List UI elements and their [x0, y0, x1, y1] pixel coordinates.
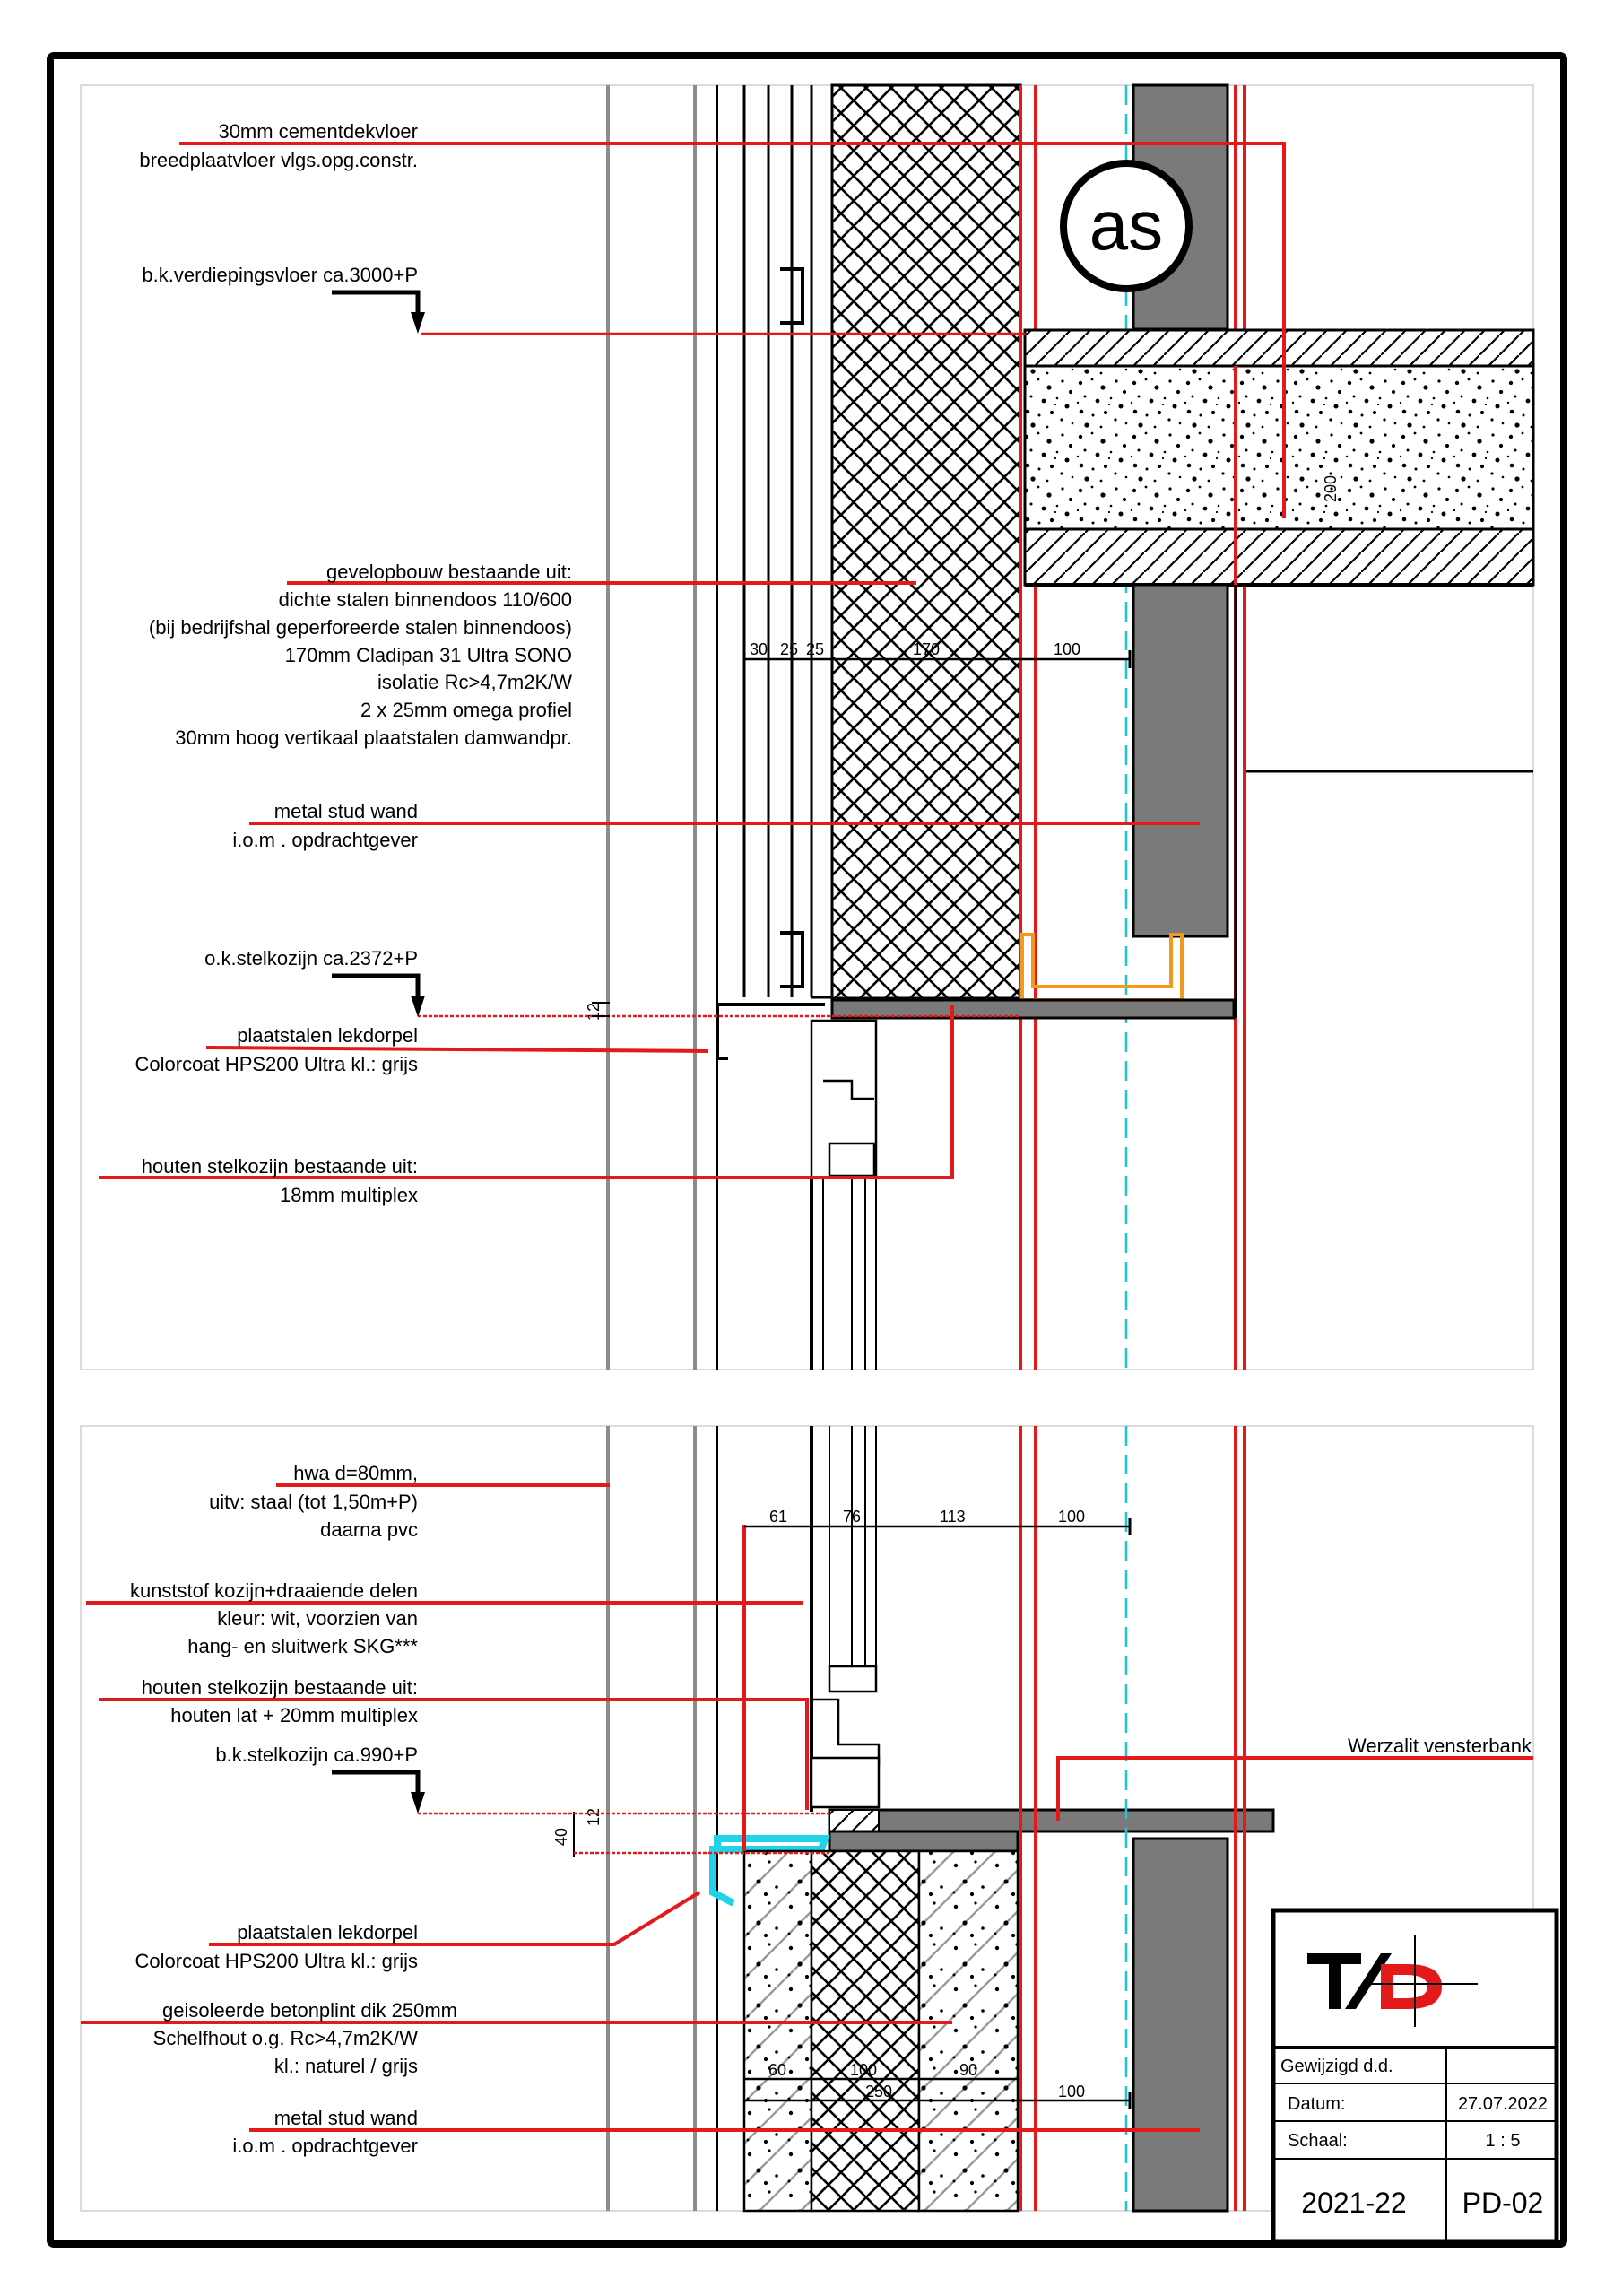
label-skg: hang- en sluitwerk SKG*** [187, 1635, 418, 1657]
steel-column-lower [1132, 583, 1229, 938]
upper-detail: as 30 25 25 170 100 200 12 [99, 83, 1535, 1370]
label-binnendoos: dichte stalen binnendoos 110/600 [279, 588, 572, 611]
label-bk-stelkozijn: b.k.stelkozijn ca.990+P [215, 1744, 418, 1766]
upper-viewport-frame [80, 84, 1534, 1370]
label-kleur-naturel: kl.: naturel / grijs [274, 2055, 418, 2077]
label-kleur-wit: kleur: wit, voorzien van [217, 1607, 418, 1630]
upper-leaders [99, 142, 1286, 1179]
dim-30: 30 [750, 640, 768, 658]
logo-text: TD [1345, 1986, 1347, 1987]
dim-40: 40 [552, 1828, 570, 1846]
lower-detail: 61 76 113 100 60 100 90 250 100 40 12 [81, 1426, 1533, 2213]
label-opdrachtgever-lower: i.o.m . opdrachtgever [232, 2135, 418, 2157]
dim-100: 100 [1054, 640, 1080, 658]
lower-drip-sill [709, 1835, 830, 1907]
sill-support-plate [828, 1830, 1020, 1853]
label-lekdorpel-lower: plaatstalen lekdorpel [237, 1921, 418, 1944]
cladipan-insulation-panel [830, 83, 1022, 1000]
dim-100-plinth: 100 [850, 2061, 877, 2079]
label-bk-verdiepingsvloer: b.k.verdiepingsvloer ca.3000+P [142, 264, 418, 286]
floor-slab [1023, 364, 1535, 531]
floor-slab-base [1023, 527, 1535, 587]
company-logo: TD [1307, 1935, 1478, 2027]
drawing-number: PD-02 [1462, 2187, 1544, 2219]
cement-screed [1023, 328, 1535, 368]
werzalit-window-sill [828, 1808, 1275, 1833]
label-betonplint: geisoleerde betonplint dik 250mm [162, 1999, 457, 2022]
level-arrow-sill [332, 1770, 421, 1806]
label-isolatie: isolatie Rc>4,7m2K/W [377, 671, 572, 693]
steel-column-base [1132, 1837, 1229, 2213]
label-damwandprofiel: 30mm hoog vertikaal plaatstalen damwandp… [175, 726, 572, 749]
label-metal-stud-wand: metal stud wand [274, 800, 418, 822]
dim-170: 170 [913, 640, 940, 658]
date-label: Datum: [1288, 2094, 1345, 2114]
label-breedplaatvloer: breedplaatvloer vlgs.opg.constr. [139, 149, 418, 171]
dim-25a: 25 [780, 640, 798, 658]
label-ok-stelkozijn: o.k.stelkozijn ca.2372+P [204, 947, 418, 970]
concrete-plinth-inner [917, 1849, 1020, 2213]
scale-label: Schaal: [1288, 2131, 1348, 2151]
concrete-plinth-outer [742, 1849, 813, 2213]
label-werzalit: Werzalit vensterbank [1348, 1735, 1532, 1757]
label-colorcoat-lower: Colorcoat HPS200 Ultra kl.: grijs [135, 1950, 418, 1972]
dim-25b: 25 [806, 640, 824, 658]
label-gevelopbouw: gevelopbouw bestaande uit: [326, 561, 572, 583]
title-block: TD Gewijzigd d.d. Datum: 27.07.2022 Scha… [1271, 1908, 1559, 2245]
label-lekdorpel: plaatstalen lekdorpel [237, 1024, 418, 1047]
dim-12-lower: 12 [585, 1808, 603, 1826]
label-18mm-multiplex: 18mm multiplex [280, 1184, 418, 1206]
label-opdrachtgever: i.o.m . opdrachtgever [232, 829, 418, 851]
scale-value: 1 : 5 [1486, 2131, 1521, 2151]
dim-61: 61 [769, 1508, 787, 1526]
label-hwa-pvc: daarna pvc [320, 1518, 418, 1541]
label-omega-profiel: 2 x 25mm omega profiel [360, 699, 572, 721]
label-kunststof-kozijn: kunststof kozijn+draaiende delen [130, 1579, 418, 1602]
label-houten-stelkozijn-lower: houten stelkozijn bestaande uit: [142, 1676, 418, 1699]
dim-76: 76 [843, 1508, 861, 1526]
dim-113: 113 [940, 1508, 966, 1526]
label-cladipan: 170mm Cladipan 31 Ultra SONO [285, 644, 572, 666]
level-arrow-floor [332, 290, 421, 327]
level-arrow-head [332, 973, 421, 1010]
label-cementdekvloer: 30mm cementdekvloer [218, 120, 418, 143]
dim-90: 90 [959, 2061, 977, 2079]
project-number: 2021-22 [1301, 2187, 1406, 2219]
changed-label: Gewijzigd d.d. [1280, 2057, 1393, 2076]
dim-12-upper: 12 [585, 1003, 603, 1021]
dim-250: 250 [865, 2083, 892, 2100]
dim-200: 200 [1322, 475, 1340, 502]
label-hwa: hwa d=80mm, [293, 1462, 418, 1484]
upper-drip-sill [716, 1003, 825, 1060]
label-houten-lat: houten lat + 20mm multiplex [170, 1704, 418, 1726]
dim-100-wall: 100 [1058, 2083, 1085, 2100]
dim-60: 60 [768, 2061, 786, 2079]
lower-leaders [81, 1483, 1533, 2132]
dim-100-lower: 100 [1058, 1508, 1085, 1526]
label-schelfhout: Schelfhout o.g. Rc>4,7m2K/W [153, 2027, 419, 2049]
sheet-border [47, 52, 1567, 2248]
label-hwa-uitvoering: uitv: staal (tot 1,50m+P) [209, 1491, 418, 1513]
axis-marker-label: as [1089, 186, 1163, 265]
label-metal-stud-wand-lower: metal stud wand [274, 2107, 418, 2129]
plinth-insulation [810, 1849, 921, 2213]
frame-head-plate [830, 998, 1236, 1020]
label-houten-stelkozijn: houten stelkozijn bestaande uit: [142, 1155, 418, 1178]
label-colorcoat: Colorcoat HPS200 Ultra kl.: grijs [135, 1053, 418, 1075]
label-bedrijfshal: (bij bedrijfshal geperforeerde stalen bi… [149, 616, 572, 639]
axis-marker [1060, 160, 1193, 292]
omega-stud-profile [1020, 933, 1184, 1002]
date-value: 27.07.2022 [1458, 2094, 1548, 2114]
